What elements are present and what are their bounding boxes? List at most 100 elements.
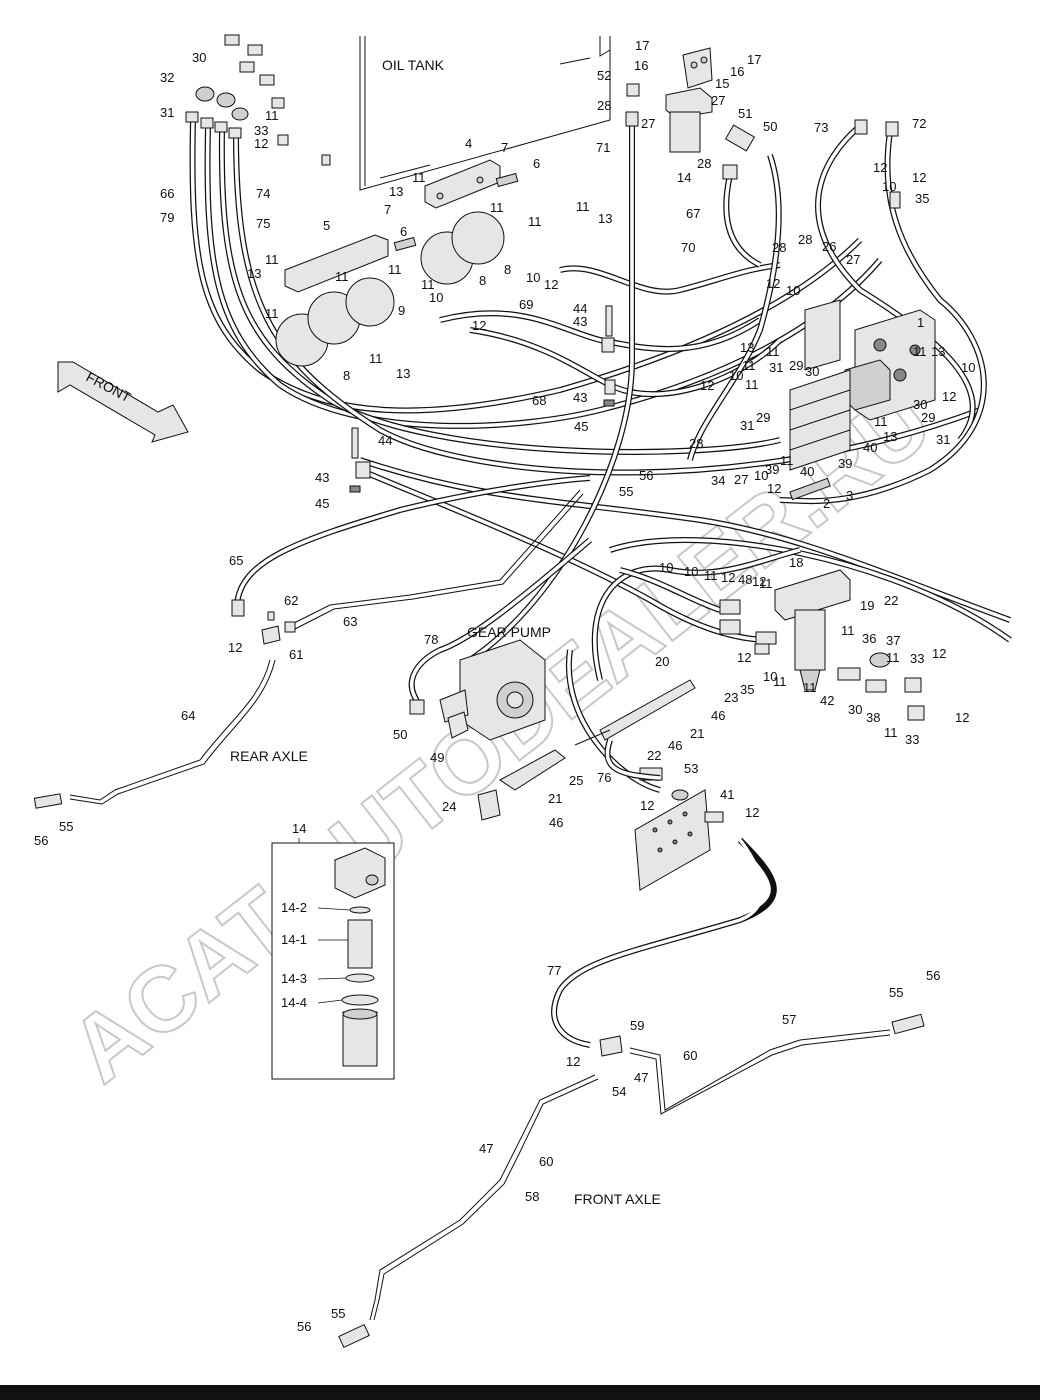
inset-label-14-4: 14-4: [281, 995, 307, 1010]
callout-29: 29: [789, 358, 803, 373]
right-hoses: [565, 547, 801, 793]
callout-27: 27: [711, 93, 725, 108]
callout-12: 12: [942, 389, 956, 404]
callout-55: 55: [331, 1306, 345, 1321]
callout-13: 13: [598, 211, 612, 226]
control-valve-block: [844, 309, 936, 421]
callout-12: 12: [700, 378, 714, 393]
callout-39: 39: [838, 456, 852, 471]
callout-21: 21: [690, 726, 704, 741]
callout-35: 35: [740, 682, 754, 697]
accumulator-block-5: [275, 234, 417, 367]
callout-56: 56: [34, 833, 48, 848]
hoses-50-67: [687, 124, 782, 461]
callout-48: 48: [738, 572, 752, 587]
front-axle-title: FRONT AXLE: [574, 1191, 661, 1207]
callout-73: 73: [814, 120, 828, 135]
top-left-fittings: [185, 34, 331, 166]
callout-10: 10: [684, 564, 698, 579]
callout-63: 63: [343, 614, 357, 629]
callout-31: 31: [740, 418, 754, 433]
inset-label-14-2: 14-2: [281, 900, 307, 915]
hose-71: [468, 83, 640, 663]
inset-label-14-3: 14-3: [281, 971, 307, 986]
callout-42: 42: [820, 693, 834, 708]
callout-35: 35: [915, 191, 929, 206]
left-hose-bundle: [189, 119, 982, 476]
callout-11: 11: [265, 252, 279, 267]
callout-33: 33: [254, 123, 268, 138]
callout-43: 43: [315, 470, 329, 485]
callout-44: 44: [573, 301, 587, 316]
callout-3: 3: [846, 488, 853, 503]
callout-10: 10: [526, 270, 540, 285]
callout-32: 32: [160, 70, 174, 85]
gear-pump: GEAR PUMP: [408, 537, 592, 741]
callout-1: 1: [917, 315, 924, 330]
callout-46: 46: [549, 815, 563, 830]
rear-axle-lines: REAR AXLE: [33, 475, 591, 809]
callout-29: 29: [921, 410, 935, 425]
callout-11: 11: [742, 358, 756, 373]
callout-60: 60: [683, 1048, 697, 1063]
callout-11: 11: [913, 344, 927, 359]
callout-37: 37: [886, 633, 900, 648]
callout-12: 12: [228, 640, 242, 655]
callout-28: 28: [697, 156, 711, 171]
callout-11: 11: [884, 725, 898, 740]
callout-66: 66: [160, 186, 174, 201]
callout-11: 11: [490, 200, 504, 215]
callout-31: 31: [769, 360, 783, 375]
callout-33: 33: [905, 732, 919, 747]
callout-75: 75: [256, 216, 270, 231]
callout-11: 11: [704, 568, 718, 583]
callout-47: 47: [479, 1141, 493, 1156]
front-direction-arrow[interactable]: FRONT: [57, 361, 189, 443]
callout-12: 12: [873, 160, 887, 175]
callout-60: 60: [539, 1154, 553, 1169]
callout-22: 22: [647, 748, 661, 763]
callout-79: 79: [160, 210, 174, 225]
callout-10: 10: [729, 368, 743, 383]
callout-11: 11: [745, 377, 759, 392]
callout-45: 45: [574, 419, 588, 434]
callout-12: 12: [912, 170, 926, 185]
callout-11: 11: [528, 214, 542, 229]
callout-30: 30: [805, 364, 819, 379]
callout-8: 8: [479, 273, 486, 288]
callout-11: 11: [803, 680, 817, 695]
brake-valve-18: [719, 569, 925, 721]
callout-2: 2: [823, 496, 830, 511]
callout-12: 12: [254, 136, 268, 151]
callout-36: 36: [862, 631, 876, 646]
callout-12: 12: [766, 276, 780, 291]
callout-56: 56: [639, 468, 653, 483]
brake-pedal-plate: [634, 789, 711, 891]
callout-58: 58: [525, 1189, 539, 1204]
callout-16: 16: [730, 64, 744, 79]
callout-29: 29: [756, 410, 770, 425]
callout-28: 28: [772, 240, 786, 255]
callout-40: 40: [800, 464, 814, 479]
inset-part-number: 14: [292, 821, 306, 836]
callout-23: 23: [724, 690, 738, 705]
callout-13: 13: [247, 266, 261, 281]
callout-12: 12: [932, 646, 946, 661]
callout-30: 30: [913, 397, 927, 412]
callout-4: 4: [465, 136, 472, 151]
callout-10: 10: [786, 283, 800, 298]
callout-17: 17: [635, 38, 649, 53]
callout-61: 61: [289, 647, 303, 662]
callout-70: 70: [681, 240, 695, 255]
callout-12: 12: [752, 574, 766, 589]
callout-28: 28: [689, 436, 703, 451]
callout-25: 25: [569, 773, 583, 788]
callout-10: 10: [429, 290, 443, 305]
callout-13: 13: [389, 184, 403, 199]
callout-12: 12: [767, 481, 781, 496]
callout-55: 55: [619, 484, 633, 499]
callout-14: 14: [677, 170, 691, 185]
callout-56: 56: [926, 968, 940, 983]
rear-axle-title: REAR AXLE: [230, 748, 308, 764]
